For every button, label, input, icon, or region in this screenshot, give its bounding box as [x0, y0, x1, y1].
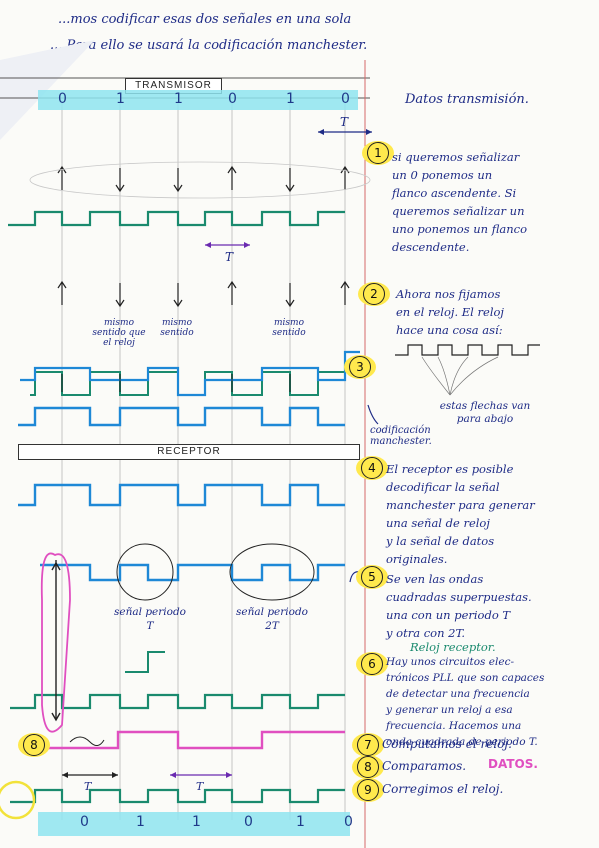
note-number-8: 8: [357, 756, 379, 778]
note-1-text: si queremos señalizar un 0 ponemos un fl…: [392, 148, 527, 256]
note-1-line: descendente.: [392, 240, 470, 254]
t-clock-label: T: [225, 250, 234, 264]
note-8-text: Comparamos.: [382, 759, 467, 773]
note-1-line: si queremos señalizar: [392, 150, 520, 164]
bit-top-3: 0: [228, 91, 237, 107]
bit-bottom-3: 0: [244, 814, 253, 830]
note-4-line: manchester para generar: [386, 498, 535, 512]
bit-top-5: 0: [341, 91, 350, 107]
note-1-line: uno ponemos un flanco: [392, 222, 528, 236]
note-number-3: 3: [349, 356, 371, 378]
note-number-9: 9: [357, 779, 379, 801]
note-5-line: cuadradas superpuestas.: [386, 590, 532, 604]
note-2-line: hace una cosa así:: [396, 323, 503, 337]
note-4-line: y la señal de datos: [386, 534, 495, 548]
note-9-text: Corregimos el reloj.: [382, 782, 504, 796]
note-number-4: 4: [361, 457, 383, 479]
bit-top-2: 1: [174, 91, 183, 107]
note-number-6: 6: [361, 653, 383, 675]
note-2-line: en el reloj. El reloj: [396, 305, 504, 319]
mismo-sentido-2: mismo sentido: [160, 318, 194, 338]
note-2-text: Ahora nos fijamos en el reloj. El reloj …: [396, 285, 504, 339]
note-number-2: 2: [363, 283, 385, 305]
estas-flechas-label: estas flechas van para abajo: [439, 400, 531, 425]
note-6-line: y generar un reloj a esa: [386, 704, 513, 716]
note-6-line: frecuencia. Hacemos una: [386, 720, 522, 732]
note-4-line: El receptor es posible: [386, 462, 514, 476]
bit-top-4: 1: [286, 91, 295, 107]
bit-bottom-2: 1: [192, 814, 201, 830]
note-6-line: trónicos PLL que son capaces: [386, 672, 545, 684]
datos-transmision-label: Datos transmisión.: [405, 92, 529, 107]
note-1-line: flanco ascendente. Si: [392, 186, 517, 200]
note-6-line: de detectar una frecuencia: [386, 688, 530, 700]
datos-word: DATOS.: [488, 757, 538, 771]
left-note-number-8: 8: [23, 734, 45, 756]
note-number-5: 5: [361, 566, 383, 588]
header-line-1: ...mos codificar esas dos señales en una…: [58, 12, 352, 27]
bit-bottom-4: 1: [296, 814, 305, 830]
note-5-line: una con un periodo T: [386, 608, 511, 622]
note-4-line: originales.: [386, 552, 448, 566]
bit-bottom-1: 1: [136, 814, 145, 830]
note-6-text: Hay unos circuitos elec- trónicos PLL qu…: [386, 654, 544, 750]
note-1-line: queremos señalizar un: [392, 204, 525, 218]
note-4-text: El receptor es posible decodificar la se…: [386, 460, 535, 568]
t-bottom-1-label: T: [84, 780, 92, 793]
bit-top-1: 1: [116, 91, 125, 107]
bit-top-0: 0: [58, 91, 67, 107]
senal-periodo-2t-label: señal periodo 2T: [236, 606, 308, 632]
bits-top-bar: [38, 90, 358, 110]
mismo-sentido-que-el-reloj: mismo sentido que el reloj: [92, 318, 146, 348]
note-number-7: 7: [357, 734, 379, 756]
mismo-sentido-3: mismo sentido: [272, 318, 306, 338]
codificacion-manchester-label: codificación manchester.: [370, 425, 432, 447]
note-1-line: un 0 ponemos un: [392, 168, 493, 182]
note-5-text: Se ven las ondas cuadradas superpuestas.…: [386, 570, 532, 642]
receptor-label: RECEPTOR: [18, 444, 360, 460]
header-line-2: ... Para ello se usará la codificación m…: [50, 38, 368, 53]
bit-bottom-5: 0: [344, 814, 353, 830]
note-4-line: decodificar la señal: [386, 480, 500, 494]
note-number-1: 1: [367, 142, 389, 164]
t-top-label: T: [340, 115, 349, 129]
note-5-line: Se ven las ondas: [386, 572, 484, 586]
t-bottom-2-label: T: [196, 780, 204, 793]
note-7-text: Computamos el reloj.: [382, 737, 512, 751]
senal-periodo-t-label: señal periodo T: [114, 606, 186, 632]
note-4-line: una señal de reloj: [386, 516, 490, 530]
reloj-receptor-label: Reloj receptor.: [410, 640, 496, 654]
bit-bottom-0: 0: [80, 814, 89, 830]
note-2-line: Ahora nos fijamos: [396, 287, 501, 301]
note-6-line: onda cuadrada de periodo T.: [386, 736, 538, 748]
note-6-line: Hay unos circuitos elec-: [386, 656, 514, 668]
note-5-line: y otra con 2T.: [386, 626, 466, 640]
